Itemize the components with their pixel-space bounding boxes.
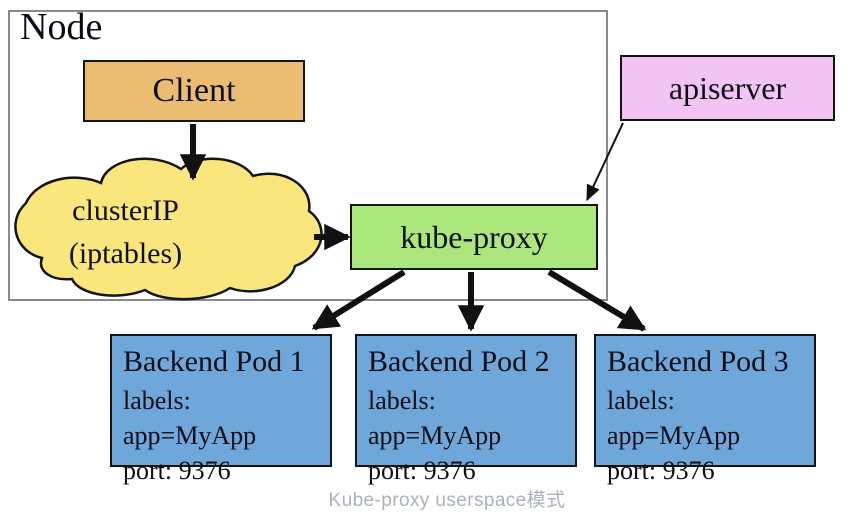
backend-pod-1-port: port: 9376 xyxy=(123,456,231,485)
backend-pod-3-title: Backend Pod 3 xyxy=(607,345,789,378)
backend-pod-1-labels: labels: app=MyApp xyxy=(123,386,257,450)
backend-pod-1-box: Backend Pod 1 labels: app=MyApp port: 93… xyxy=(110,334,332,485)
backend-pod-2-labels: labels: app=MyApp xyxy=(368,386,502,450)
kube-proxy-box: kube-proxy xyxy=(350,204,598,270)
clusterip-line: clusterIP xyxy=(72,194,179,227)
backend-pod-2-port: port: 9376 xyxy=(368,456,476,485)
client-box: Client xyxy=(83,60,305,122)
backend-pod-2-title: Backend Pod 2 xyxy=(368,345,550,378)
backend-pod-3-box: Backend Pod 3 labels: app=MyApp port: 93… xyxy=(594,334,816,485)
clusterip-cloud-label: clusterIP (iptables) xyxy=(38,189,213,275)
arrow-apiserver-to-kubeproxy xyxy=(586,122,624,202)
arrow-kubeproxy-to-pod3 xyxy=(547,269,647,332)
clusterip-cloud-shape xyxy=(14,157,323,301)
apiserver-box: apiserver xyxy=(620,55,835,121)
kube-proxy-label: kube-proxy xyxy=(400,218,548,255)
apiserver-label: apiserver xyxy=(668,69,787,106)
diagram-caption: Kube-proxy userspace模式 xyxy=(328,490,566,511)
arrow-kubeproxy-to-pod1 xyxy=(311,269,406,331)
backend-pod-1-title: Backend Pod 1 xyxy=(123,345,305,378)
backend-pod-2-box: Backend Pod 2 labels: app=MyApp port: 93… xyxy=(355,334,577,485)
client-label: Client xyxy=(152,72,236,109)
backend-pod-3-labels: labels: app=MyApp xyxy=(607,386,741,450)
node-label: Node xyxy=(20,6,103,48)
backend-pod-3-port: port: 9376 xyxy=(607,456,715,485)
iptables-line: (iptables) xyxy=(68,237,183,270)
